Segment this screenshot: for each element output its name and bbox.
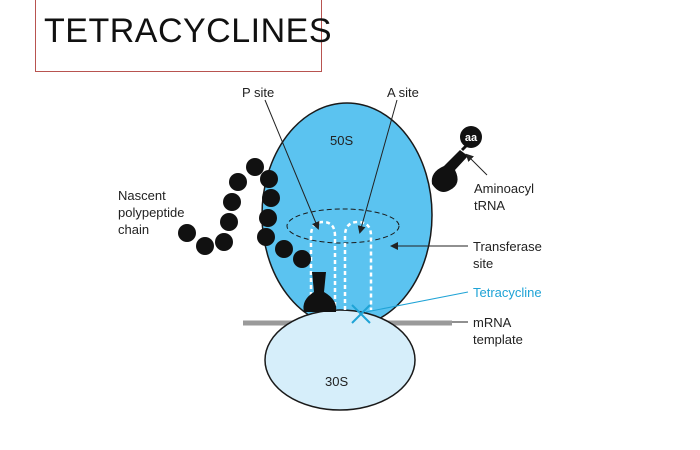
nascent-label-line3: chain	[118, 222, 149, 237]
aminoacyl-trna-icon	[431, 150, 468, 192]
a-site-trna-outline	[343, 220, 373, 310]
p-site-pointer	[264, 99, 320, 230]
p-site-label: P site	[242, 85, 274, 100]
peptide-bead	[178, 224, 196, 242]
peptide-bead	[246, 158, 264, 176]
aminoacyl-pointer	[465, 153, 488, 176]
p-site-trna-outline	[309, 220, 337, 310]
peptide-bead	[196, 237, 214, 255]
small-subunit-label: 30S	[325, 374, 348, 389]
tetracycline-label: Tetracycline	[473, 285, 542, 300]
nascent-polypeptide-chain	[178, 158, 311, 268]
a-site-label: A site	[387, 85, 419, 100]
title-box: TETRACYCLINES	[35, 0, 332, 72]
aminoacyl-label-line2: tRNA	[474, 198, 505, 213]
small-subunit-30s	[264, 309, 416, 411]
peptide-bead	[223, 193, 241, 211]
transferase-label-line1: Transferase	[473, 239, 542, 254]
tetracycline-pointer	[365, 291, 469, 313]
peptide-bead	[229, 173, 247, 191]
transferase-site-outline	[286, 208, 400, 244]
peptide-bead	[260, 170, 278, 188]
tetracycline-mark	[351, 304, 371, 324]
peptide-bead	[275, 240, 293, 258]
page-title: TETRACYCLINES	[44, 12, 332, 50]
bound-trna-icon	[303, 272, 337, 312]
aa-circle-icon	[460, 126, 482, 148]
mrna-label-line1: mRNA	[473, 315, 512, 330]
a-site-pointer	[357, 99, 398, 234]
nascent-label-line2: polypeptide	[118, 205, 185, 220]
mrna-label-line2: template	[473, 332, 523, 347]
transferase-label-line2: site	[473, 256, 493, 271]
nascent-label-line1: Nascent	[118, 188, 166, 203]
peptide-bead	[257, 228, 275, 246]
peptide-bead	[262, 189, 280, 207]
aminoacyl-label-line1: Aminoacyl	[474, 181, 534, 196]
large-subunit-label: 50S	[330, 133, 353, 148]
peptide-bead	[220, 213, 238, 231]
peptide-bead	[215, 233, 233, 251]
aa-label: aa	[465, 132, 478, 144]
peptide-bead	[293, 250, 311, 268]
peptide-bead	[259, 209, 277, 227]
